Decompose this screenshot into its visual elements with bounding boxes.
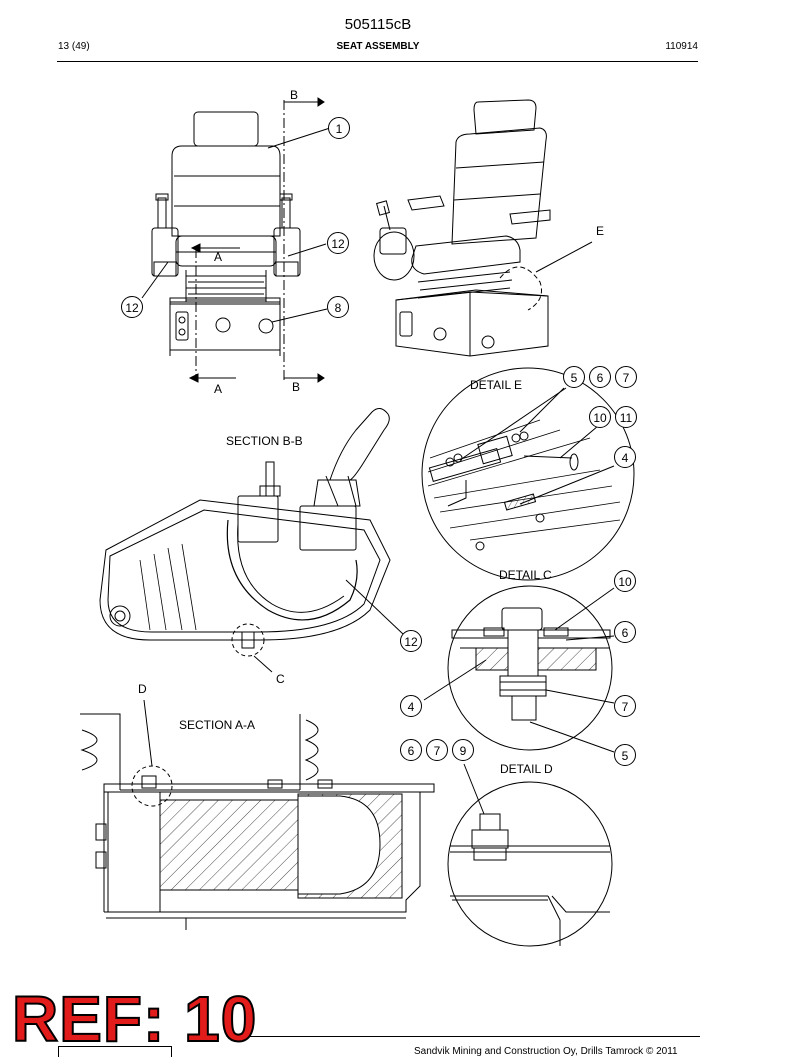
callout-balloon: 12 [121,296,143,318]
section-aa-view [80,699,435,930]
document-id: 505115cB [344,16,412,33]
detail-d-view [447,763,613,947]
section-bb-view [99,408,404,673]
page-number: 13 (49) [58,41,90,52]
callout-balloon: 12 [327,232,349,254]
section-b-bottom-label: B [292,380,301,394]
page-title: SEAT ASSEMBLY [336,41,420,52]
callout-balloon: 11 [615,406,637,428]
callout-balloon: 1 [328,117,350,139]
callout-balloon: 10 [614,570,636,592]
callout-balloon: 9 [452,739,474,761]
callout-balloon: 6 [400,739,422,761]
callout-balloon: 8 [327,296,349,318]
callout-balloon: 7 [615,366,637,388]
brand-logo [58,1046,172,1057]
footer-rule [250,1036,700,1037]
detail-e-marker: E [596,224,605,238]
callout-balloon: 5 [614,744,636,766]
callout-balloon: 5 [563,366,585,388]
callout-balloon: 7 [426,739,448,761]
detail-e-title: DETAIL E [470,378,523,392]
detail-d-marker: D [138,682,147,696]
header-rule [57,61,698,62]
section-aa-title: SECTION A-A [179,718,256,732]
callout-balloon: 10 [589,406,611,428]
callout-balloon: 4 [400,695,422,717]
isometric-view [373,99,593,357]
callout-balloon: 6 [614,621,636,643]
footer-copyright: Sandvik Mining and Construction Oy, Dril… [414,1046,678,1057]
section-a-top-label: A [214,250,223,264]
callout-balloon: 4 [614,446,636,468]
ref-stamp: REF: 10 [11,982,258,1056]
callout-balloon: 7 [614,695,636,717]
callout-balloon: 6 [589,366,611,388]
section-b-top-label: B [290,88,299,102]
front-view [141,97,331,383]
date-code: 110914 [665,41,698,52]
callout-balloon: 12 [400,630,422,652]
section-bb-title: SECTION B-B [226,434,303,448]
detail-d-title: DETAIL D [500,762,553,776]
detail-c-title: DETAIL C [499,568,552,582]
section-a-bottom-label: A [214,382,223,396]
detail-e-view [421,367,635,581]
detail-c-view [423,585,615,753]
detail-c-marker: C [276,672,285,686]
